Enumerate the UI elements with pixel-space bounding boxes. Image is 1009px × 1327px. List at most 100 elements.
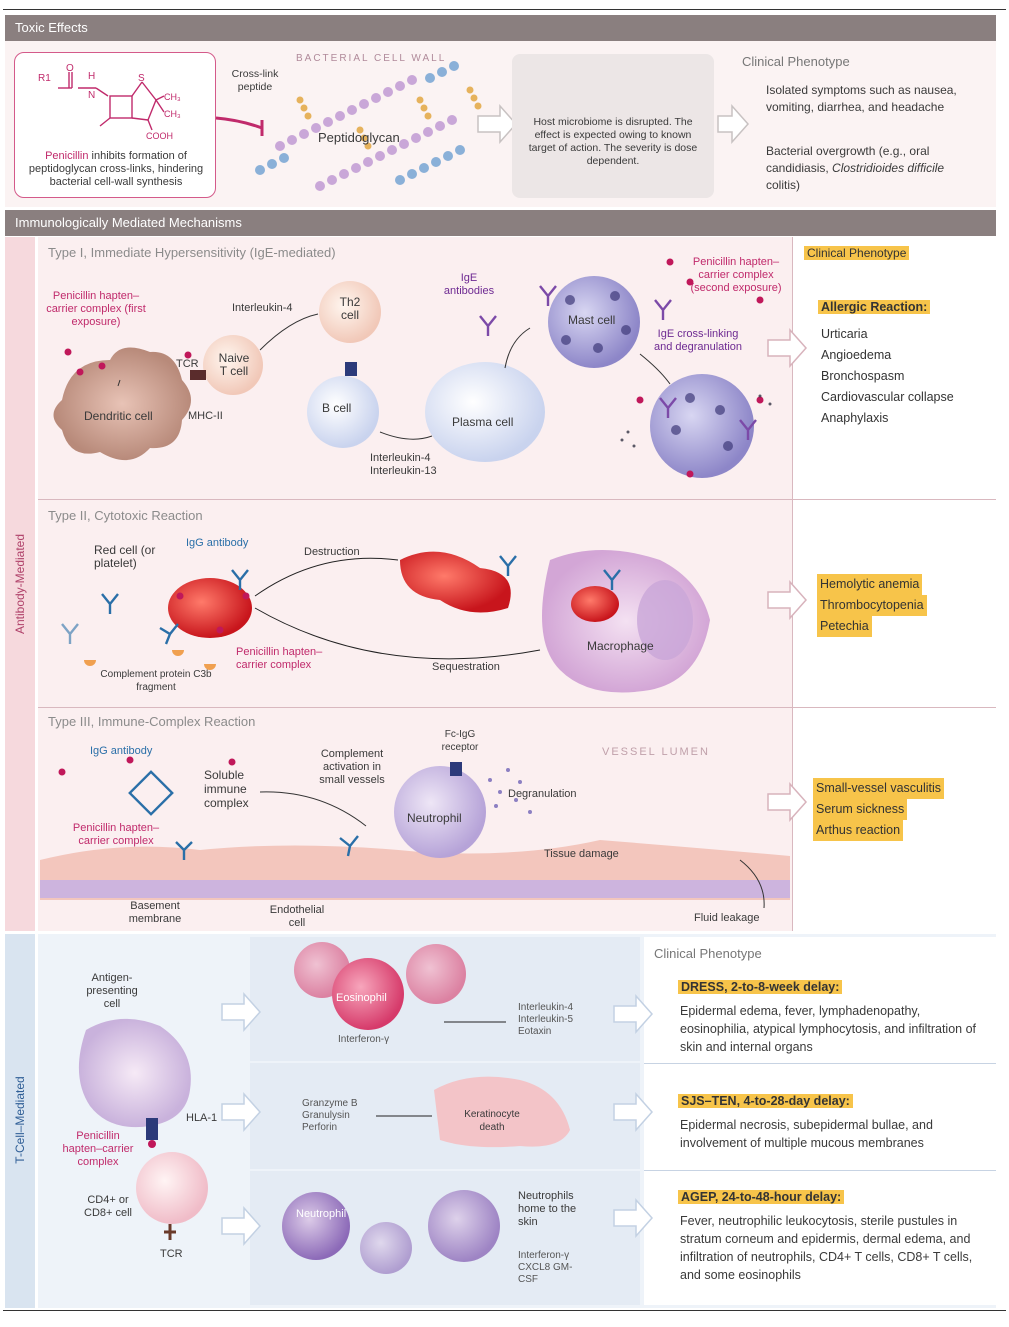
- microbiome-text: Host microbiome is disrupted. The effect…: [528, 116, 698, 167]
- penicillin-box: [14, 52, 216, 198]
- chem-o: O: [66, 63, 74, 74]
- th2-cell-label: Th2 cell: [339, 295, 361, 322]
- antibody-sidebar: [5, 237, 35, 931]
- toxic-phenotype-2: Bacterial overgrowth (e.g., oral candidi…: [766, 143, 971, 194]
- neutrophils-home-label: Neutrophils home to the skin: [518, 1190, 577, 1228]
- hla-label: HLA-1: [186, 1112, 218, 1124]
- type2-hapten-label: Penicillin hapten–carrier complex: [236, 646, 323, 671]
- mast-cell-label: Mast cell: [568, 313, 616, 327]
- phenotype-item: Petechia: [817, 616, 872, 637]
- penicillin-word: Penicillin: [45, 150, 89, 162]
- tcr-label: TCR: [176, 358, 199, 370]
- naive-t-cell-label: Naive T cell: [218, 351, 250, 378]
- bottom-rule: [3, 1310, 1006, 1311]
- peptidoglycan-chains: [255, 61, 482, 191]
- arrow-right-icon: [717, 104, 750, 144]
- sjs-description: Epidermal necrosis, subepidermal bullae,…: [680, 1118, 933, 1150]
- inhibition-arrow: [215, 116, 263, 130]
- toxic-phenotype-heading: Clinical Phenotype: [742, 54, 850, 69]
- arrow-right-icon: [767, 782, 808, 822]
- complement-activation-label: Complement activation in small vessels: [319, 748, 385, 786]
- tcell-phenotype-panel: [644, 937, 996, 1305]
- degranulating-mast-cell-shape: [650, 374, 754, 478]
- arrow-right-icon: [613, 994, 654, 1034]
- penicillin-caption-text: inhibits formation of peptidoglycan cros…: [28, 150, 204, 188]
- type3-title: Type III, Immune-Complex Reaction: [48, 714, 256, 729]
- cytokines-agep-label: Interferon-γ CXCL8 GM-CSF: [518, 1250, 573, 1285]
- bacterial-cell-wall-label: BACTERIAL CELL WALL: [296, 53, 447, 64]
- type2-phenotype-list: Hemolytic anemia Thrombocytopenia Petech…: [817, 574, 927, 637]
- eosinophil-label: Eosinophil: [336, 992, 387, 1004]
- peptidoglycan-label: Peptidoglycan: [318, 130, 400, 145]
- type1-title: Type I, Immediate Hypersensitivity (IgE-…: [48, 245, 336, 260]
- tcell-hapten-label: Penicillin hapten–carrier complex: [62, 1130, 134, 1168]
- tcell-phenotype-heading: Clinical Phenotype: [654, 946, 762, 961]
- neutrophil-shape: [282, 1192, 350, 1260]
- arrow-right-icon: [221, 1092, 262, 1132]
- phenotype-item: Thrombocytopenia: [817, 595, 927, 616]
- b-cell-label: B cell: [322, 401, 352, 415]
- basement-membrane-shape: [40, 880, 790, 898]
- plasma-cell-label: Plasma cell: [452, 415, 514, 429]
- arrow-right-icon: [613, 1092, 654, 1132]
- chem-ch3-b: CH₃: [164, 109, 181, 119]
- plasma-cell-shape: [425, 362, 545, 462]
- type3-phenotype-list: Small-vessel vasculitis Serum sickness A…: [813, 778, 945, 841]
- pheno2-organism: Clostridioides difficile: [832, 161, 945, 175]
- type1-phenotype-heading-text: Clinical Phenotype: [804, 246, 910, 260]
- agep-heading-text: AGEP, 24-to-48-hour delay:: [678, 1190, 845, 1204]
- eosinophil-shape: [332, 958, 404, 1030]
- neutrophil-label: Neutrophil: [407, 811, 462, 825]
- sequestration-label: Sequestration: [432, 661, 500, 673]
- crosslink-label: Cross-link peptide: [231, 68, 279, 93]
- allergic-reaction-text: Allergic Reaction:: [818, 300, 931, 314]
- dendritic-cell-shape: [53, 347, 191, 461]
- sjs-heading-text: SJS–TEN, 4-to-28-day delay:: [678, 1094, 853, 1108]
- destruction-label: Destruction: [304, 546, 360, 558]
- neutrophil-shape: [394, 766, 486, 858]
- phenotype-item: Arthus reaction: [813, 820, 904, 841]
- agep-description: Fever, neutrophilic leukocytosis, steril…: [680, 1214, 973, 1282]
- penicillin-structure-icon: [58, 72, 165, 131]
- chem-ch3-a: CH₃: [164, 92, 181, 102]
- dendritic-cell-label: Dendritic cell: [84, 409, 153, 423]
- dress-description: Epidermal edema, fever, lymphadenopathy,…: [680, 1004, 976, 1054]
- basement-membrane-label: Basement membrane: [128, 900, 182, 925]
- agep-heading: AGEP, 24-to-48-hour delay:: [678, 1190, 845, 1204]
- dress-heading: DRESS, 2-to-8-week delay:: [678, 980, 843, 994]
- hapten-first-exposure: Penicillin hapten–carrier complex (first…: [46, 290, 146, 328]
- immuno-header: Immunologically Mediated Mechanisms: [5, 210, 996, 236]
- tcell-neutrophil-label: Neutrophil: [296, 1208, 347, 1220]
- red-cell-label: Red cell (or platelet): [94, 543, 156, 570]
- th2-cell-shape: [319, 281, 381, 343]
- arrow-right-icon: [221, 1206, 262, 1246]
- ige-antibodies-label: IgE antibodies: [443, 272, 495, 297]
- mhc-label: MHC-II: [188, 410, 223, 422]
- sjs-heading: SJS–TEN, 4-to-28-day delay:: [678, 1094, 853, 1108]
- chem-r1: R1: [38, 73, 51, 84]
- type2-title: Type II, Cytotoxic Reaction: [48, 508, 203, 523]
- pheno2-part-a: Bacterial overgrowth (e.g., oral candidi…: [766, 144, 930, 175]
- allergic-reaction-heading: Allergic Reaction:: [818, 300, 931, 314]
- igg-antibody-label: IgG antibody: [186, 537, 249, 549]
- phenotype-item: Urticaria: [821, 327, 868, 341]
- tcell-sidebar: [5, 934, 35, 1308]
- toxic-effects-header: Toxic Effects: [5, 15, 996, 41]
- type3-igg-label: IgG antibody: [90, 745, 153, 757]
- pheno2-part-c: colitis): [766, 178, 801, 192]
- destroyed-red-cell-shape: [400, 551, 511, 613]
- penicillin-caption: Penicillin inhibits formation of peptido…: [20, 150, 212, 189]
- tcell-tcr-label: TCR: [160, 1248, 183, 1260]
- phenotype-item: Cardiovascular collapse: [821, 390, 954, 404]
- phenotype-item: Bronchospasm: [821, 369, 905, 383]
- tissue-damage-label: Tissue damage: [544, 848, 619, 860]
- toxic-phenotype-1: Isolated symptoms such as nausea, vomiti…: [766, 83, 957, 114]
- granzyme-label: Granzyme B Granulysin Perforin: [302, 1098, 358, 1133]
- b-cell-shape: [307, 376, 379, 448]
- vessel-lumen-label: VESSEL LUMEN: [602, 746, 710, 758]
- naive-t-cell-shape: [203, 335, 263, 395]
- il4-label: Interleukin-4: [232, 302, 293, 314]
- type1-phenotype-panel: [792, 237, 996, 500]
- fluid-leakage-label: Fluid leakage: [694, 912, 760, 924]
